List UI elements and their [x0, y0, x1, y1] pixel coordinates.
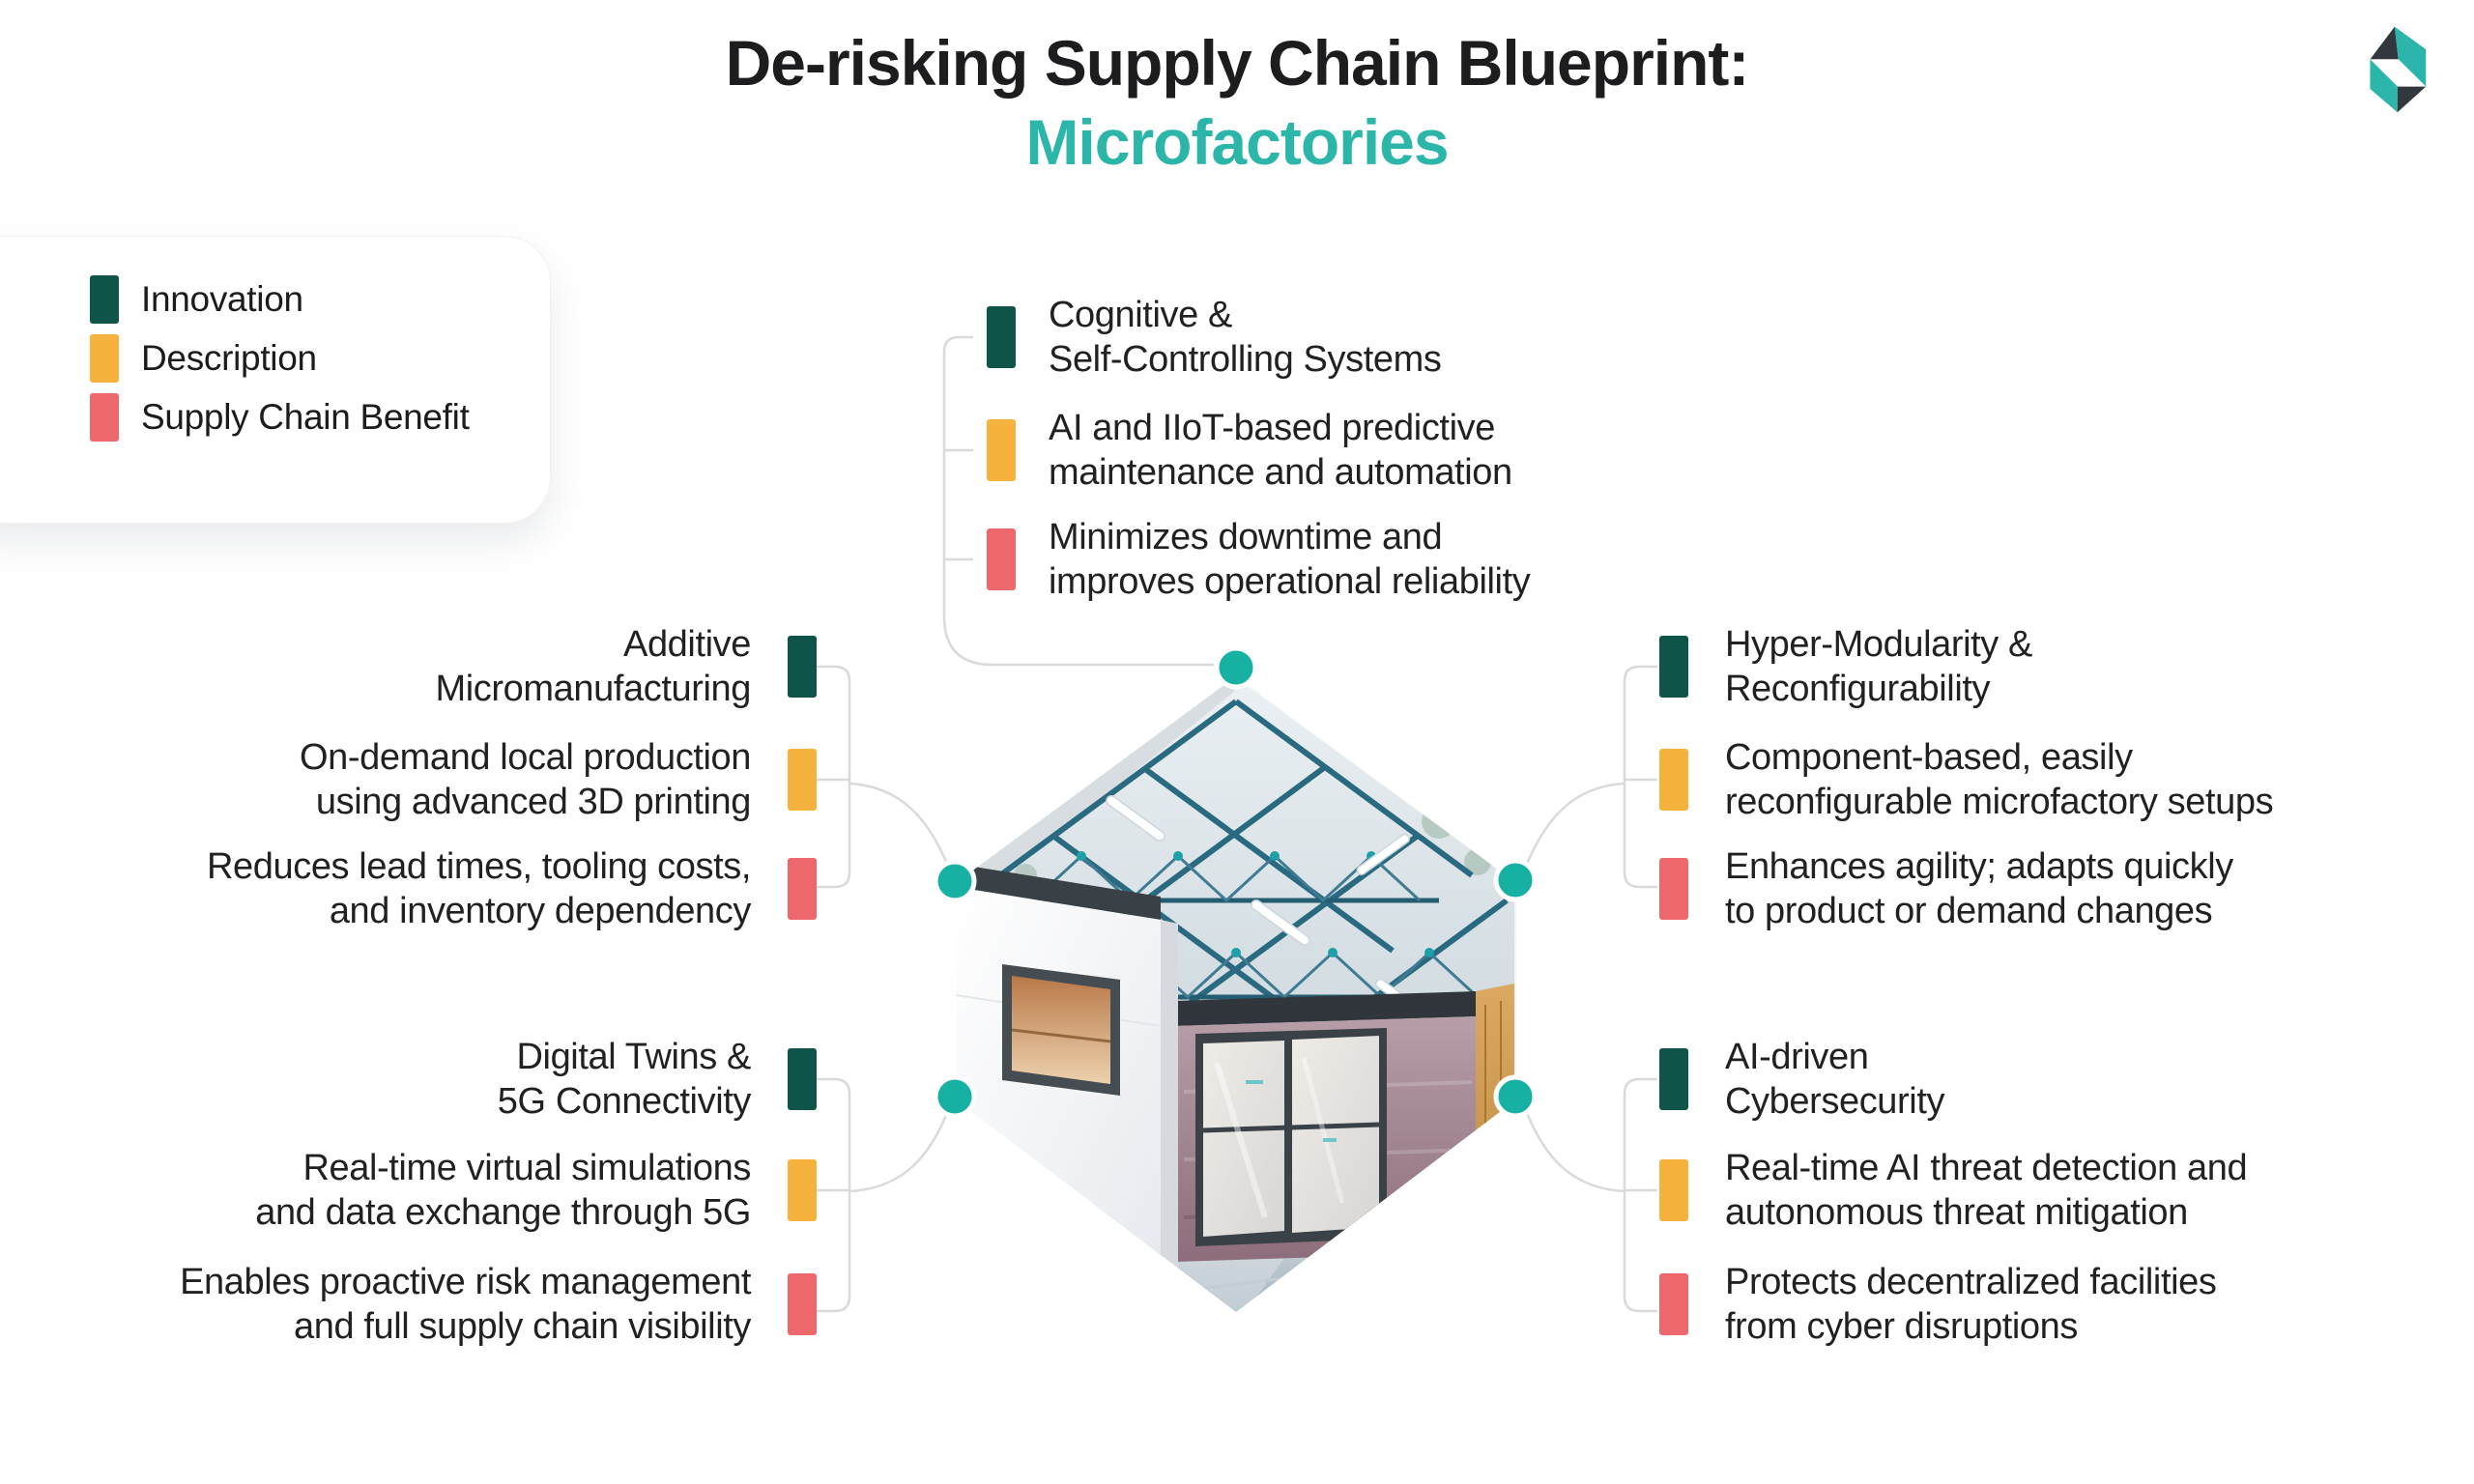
- text-line: Micromanufacturing: [435, 669, 752, 709]
- description-bar-icon: [1659, 1159, 1688, 1221]
- text-line: reconfigurable microfactory setups: [1725, 782, 2274, 822]
- text-line: Enhances agility; adapts quickly: [1725, 846, 2233, 887]
- legend-item-description: Description: [90, 334, 470, 383]
- text-line: Digital Twins &: [516, 1037, 751, 1077]
- innovation-row: Additive Micromanufacturing: [0, 622, 817, 711]
- text-line: autonomous threat mitigation: [1725, 1192, 2188, 1233]
- text-line: Component-based, easily: [1725, 737, 2133, 778]
- microfactory-hexagon-image: [956, 676, 1516, 1312]
- description-bar-icon: [1659, 749, 1688, 811]
- description-text: Component-based, easily reconfigurable m…: [1725, 735, 2274, 824]
- description-bar-icon: [987, 419, 1016, 481]
- text-line: Real-time AI threat detection and: [1725, 1148, 2248, 1188]
- benefit-text: Enhances agility; adapts quickly to prod…: [1725, 844, 2233, 933]
- description-swatch-icon: [90, 334, 119, 383]
- legend-items: Innovation Description Supply Chain Bene…: [90, 275, 470, 452]
- description-row: On-demand local production using advance…: [0, 735, 817, 824]
- benefit-bar-icon: [987, 528, 1016, 590]
- innovation-text: AI-driven Cybersecurity: [1725, 1035, 1944, 1124]
- text-line: and full supply chain visibility: [294, 1306, 751, 1347]
- description-bar-icon: [788, 1159, 817, 1221]
- description-text: AI and IIoT-based predictive maintenance…: [1049, 406, 1512, 495]
- hexagon-cube-logo-icon: [2370, 26, 2427, 113]
- legend-label: Supply Chain Benefit: [141, 397, 470, 437]
- description-text: On-demand local production using advance…: [300, 735, 751, 824]
- section-cognitive-systems: Cognitive & Self-Controlling Systems AI …: [987, 293, 1663, 612]
- benefit-bar-icon: [1659, 858, 1688, 920]
- text-line: Reconfigurability: [1725, 669, 1991, 709]
- description-text: Real-time AI threat detection and autono…: [1725, 1146, 2248, 1235]
- text-line: Additive: [623, 624, 751, 665]
- text-line: Self-Controlling Systems: [1049, 339, 1442, 380]
- text-line: Hyper-Modularity &: [1725, 624, 2033, 665]
- text-line: Reduces lead times, tooling costs,: [206, 846, 751, 887]
- legend-card: Innovation Description Supply Chain Bene…: [0, 236, 551, 524]
- benefit-bar-icon: [788, 858, 817, 920]
- benefit-row: Enables proactive risk management and fu…: [0, 1260, 817, 1349]
- legend-item-innovation: Innovation: [90, 275, 470, 324]
- text-line: and data exchange through 5G: [255, 1192, 751, 1233]
- benefit-text: Protects decentralized facilities from c…: [1725, 1260, 2217, 1349]
- innovation-text: Digital Twins & 5G Connectivity: [497, 1035, 752, 1124]
- section-digital-twins-5g: Digital Twins & 5G Connectivity Real-tim…: [0, 1035, 817, 1354]
- benefit-row: Reduces lead times, tooling costs, and i…: [0, 844, 817, 933]
- legend-label: Innovation: [141, 279, 303, 319]
- innovation-bar-icon: [788, 1048, 817, 1110]
- text-line: using advanced 3D printing: [315, 782, 752, 822]
- benefit-text: Minimizes downtime and improves operatio…: [1049, 515, 1531, 604]
- description-text: Real-time virtual simulations and data e…: [255, 1146, 751, 1235]
- innovation-bar-icon: [987, 306, 1016, 368]
- text-line: from cyber disruptions: [1725, 1306, 2079, 1347]
- page-title: De-risking Supply Chain Blueprint: Micro…: [0, 23, 2474, 182]
- section-additive-micromanufacturing: Additive Micromanufacturing On-demand lo…: [0, 622, 817, 941]
- text-line: and inventory dependency: [329, 891, 752, 931]
- innovation-text: Hyper-Modularity & Reconfigurability: [1725, 622, 2032, 711]
- text-line: Cybersecurity: [1725, 1081, 1945, 1122]
- innovation-swatch-icon: [90, 275, 119, 324]
- text-line: Cognitive &: [1049, 295, 1232, 335]
- text-line: to product or demand changes: [1725, 891, 2213, 931]
- benefit-bar-icon: [788, 1273, 817, 1335]
- benefit-text: Enables proactive risk management and fu…: [180, 1260, 751, 1349]
- legend-item-benefit: Supply Chain Benefit: [90, 393, 470, 442]
- text-line: Protects decentralized facilities: [1725, 1262, 2217, 1302]
- description-row: Real-time virtual simulations and data e…: [0, 1146, 817, 1235]
- benefit-bar-icon: [1659, 1273, 1688, 1335]
- innovation-bar-icon: [1659, 636, 1688, 698]
- innovation-row: Digital Twins & 5G Connectivity: [0, 1035, 817, 1124]
- benefit-text: Reduces lead times, tooling costs, and i…: [207, 844, 751, 933]
- text-line: Enables proactive risk management: [180, 1262, 751, 1302]
- section-ai-cybersecurity: AI-driven Cybersecurity Real-time AI thr…: [1659, 1035, 2452, 1354]
- page-title-line1: De-risking Supply Chain Blueprint:: [725, 27, 1750, 99]
- text-line: On-demand local production: [300, 737, 751, 778]
- innovation-bar-icon: [788, 636, 817, 698]
- description-bar-icon: [788, 749, 817, 811]
- section-hyper-modularity: Hyper-Modularity & Reconfigurability Com…: [1659, 622, 2452, 941]
- benefit-swatch-icon: [90, 393, 119, 442]
- text-line: maintenance and automation: [1049, 452, 1512, 493]
- text-line: Minimizes downtime and: [1049, 517, 1443, 557]
- innovation-text: Additive Micromanufacturing: [436, 622, 752, 711]
- innovation-bar-icon: [1659, 1048, 1688, 1110]
- legend-label: Description: [141, 338, 317, 378]
- text-line: 5G Connectivity: [497, 1081, 752, 1122]
- text-line: AI-driven: [1725, 1037, 1869, 1077]
- text-line: AI and IIoT-based predictive: [1049, 408, 1495, 448]
- text-line: Real-time virtual simulations: [302, 1148, 751, 1188]
- text-line: improves operational reliability: [1049, 561, 1531, 602]
- page-title-line2: Microfactories: [1025, 106, 1449, 178]
- innovation-text: Cognitive & Self-Controlling Systems: [1049, 293, 1442, 382]
